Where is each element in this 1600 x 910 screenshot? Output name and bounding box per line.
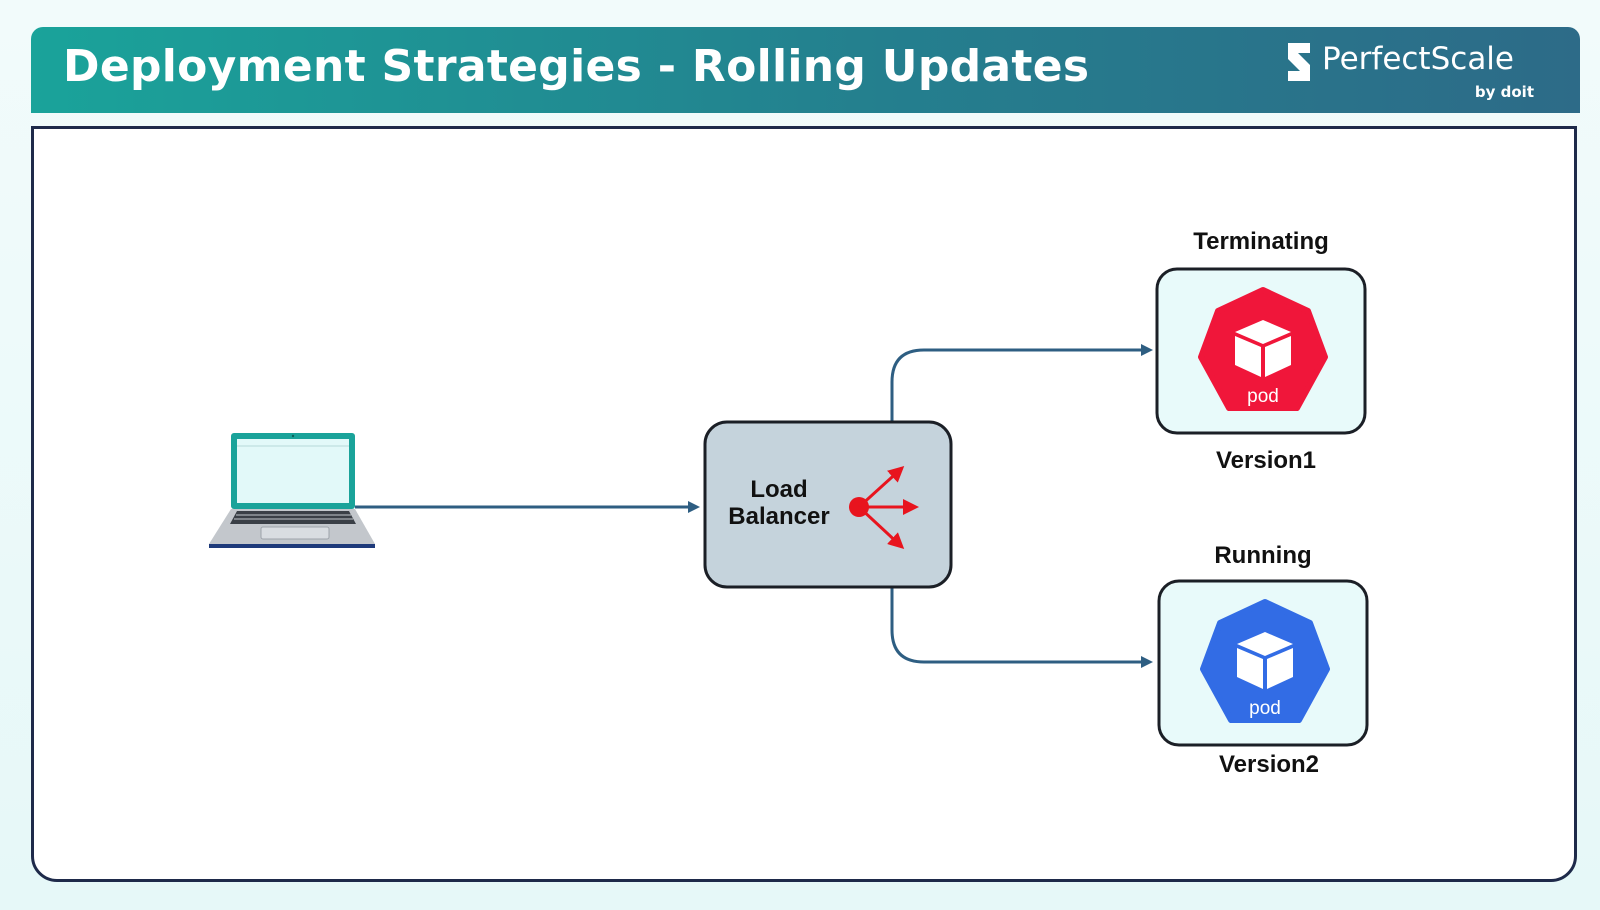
- version1-status-label: Terminating: [1193, 228, 1329, 255]
- lb-to-version2-connector: [890, 587, 1153, 668]
- version1-version-label: Version1: [1215, 447, 1317, 474]
- pod-icon-label: pod: [1247, 386, 1279, 407]
- header-banner: Deployment Strategies - Rolling Updates …: [31, 27, 1580, 113]
- lb-to-version1-connector: [890, 344, 1153, 422]
- split-arrows-icon: [849, 465, 919, 550]
- pod-icon: pod: [1200, 599, 1330, 723]
- brand-logo: PerfectScale by doit: [1284, 39, 1534, 103]
- perfectscale-logo-icon: [1288, 43, 1310, 81]
- brand-name: PerfectScale: [1322, 41, 1514, 77]
- version2-version-label: Version2: [1218, 751, 1320, 778]
- laptop-icon: [209, 433, 375, 548]
- pod-icon-label: pod: [1249, 698, 1281, 719]
- load-balancer-label-line2: Balancer: [728, 503, 830, 530]
- version2-status-label: Running: [1214, 542, 1312, 569]
- load-balancer-label-line1: Load: [750, 476, 808, 503]
- load-balancer-label: Load Balancer: [724, 476, 834, 530]
- brand-byline: by doit: [1474, 83, 1534, 101]
- pod-icon: pod: [1198, 287, 1328, 411]
- page-title: Deployment Strategies - Rolling Updates: [63, 41, 1090, 92]
